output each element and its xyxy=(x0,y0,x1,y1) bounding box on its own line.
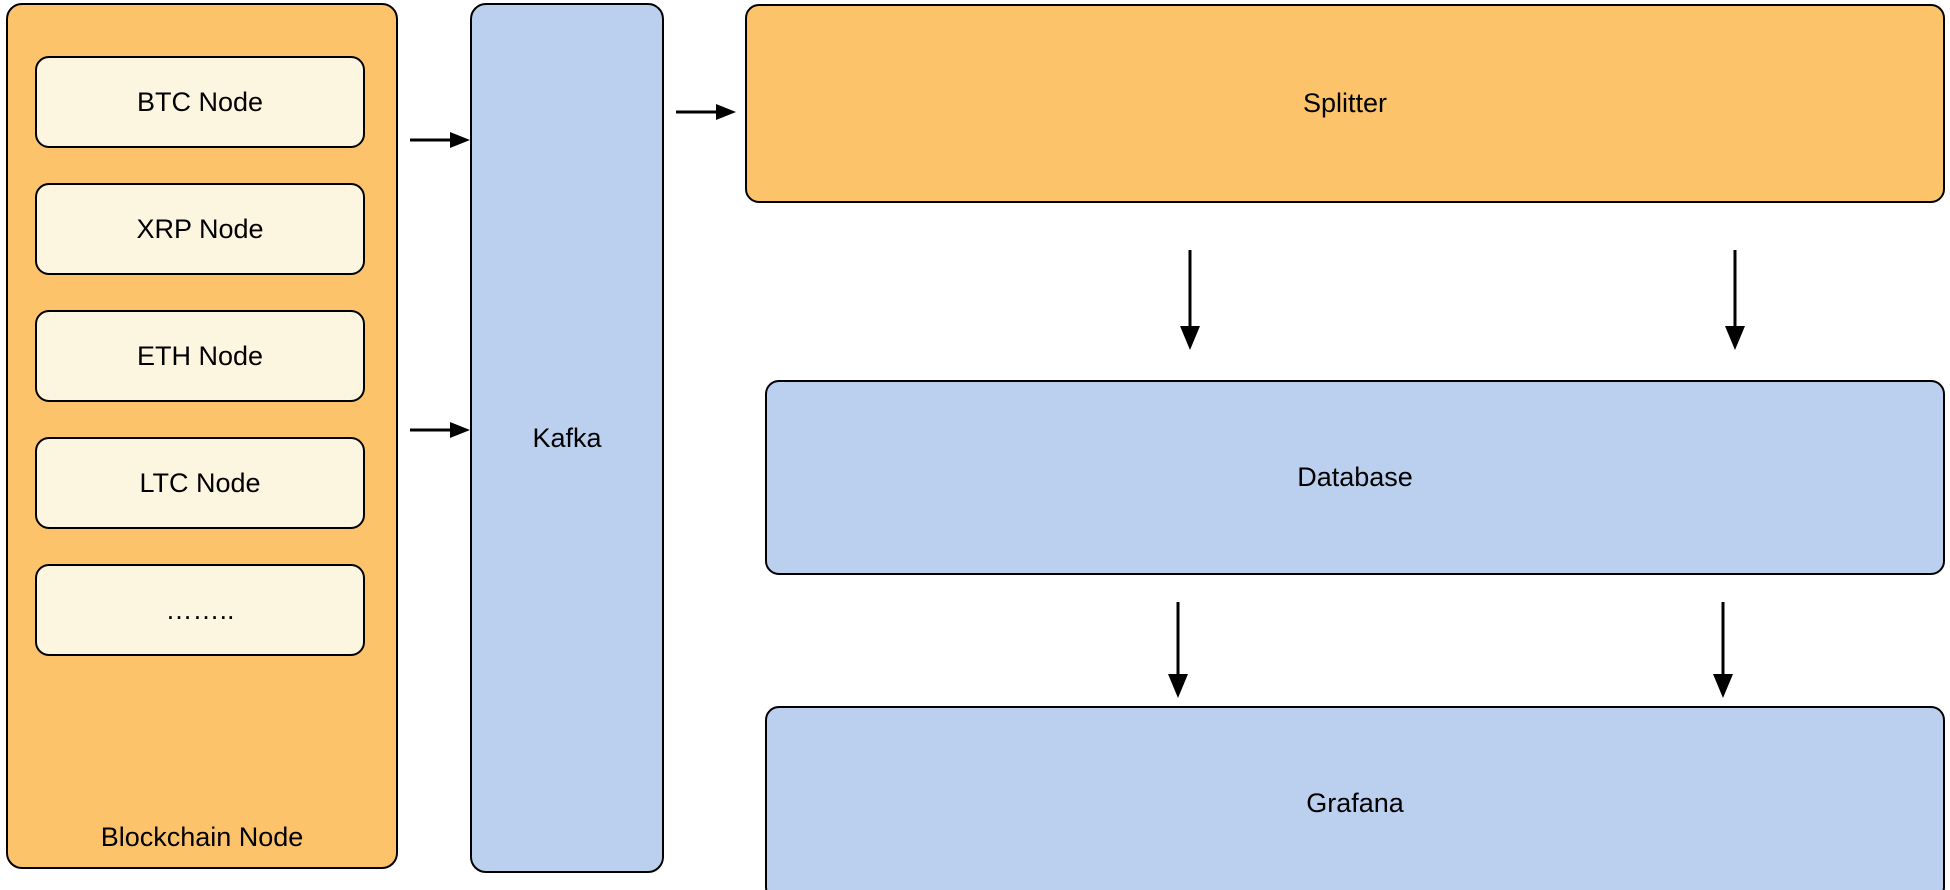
node-database-label: Database xyxy=(1297,462,1413,492)
node-ltc-label: LTC Node xyxy=(139,467,261,498)
node-database[interactable]: Database xyxy=(765,380,1945,575)
node-btc-label: BTC Node xyxy=(136,86,264,117)
arrow-database-to-grafana-left xyxy=(1168,602,1188,698)
node-ellipsis[interactable]: …….. xyxy=(35,564,365,656)
node-eth-label: ETH Node xyxy=(136,340,264,371)
node-grafana[interactable]: Grafana xyxy=(765,706,1945,890)
arrow-splitter-to-database-right xyxy=(1725,250,1745,350)
node-splitter[interactable]: Splitter xyxy=(745,4,1945,203)
arrow-database-to-grafana-right xyxy=(1713,602,1733,698)
arrow-eth-to-kafka xyxy=(410,422,470,438)
group-blockchain-node[interactable]: BTC Node XRP Node ETH Node LTC Node ……..… xyxy=(6,3,398,869)
node-xrp-label: XRP Node xyxy=(136,213,264,244)
node-xrp[interactable]: XRP Node xyxy=(35,183,365,275)
group-blockchain-node-label: Blockchain Node xyxy=(100,822,304,852)
node-ellipsis-label: …….. xyxy=(165,594,235,625)
node-grafana-label: Grafana xyxy=(1306,788,1404,818)
node-kafka[interactable]: Kafka xyxy=(470,3,664,873)
arrow-kafka-to-splitter xyxy=(676,104,736,120)
node-ltc[interactable]: LTC Node xyxy=(35,437,365,529)
node-btc[interactable]: BTC Node xyxy=(35,56,365,148)
node-splitter-label: Splitter xyxy=(1302,88,1388,118)
node-eth[interactable]: ETH Node xyxy=(35,310,365,402)
arrow-splitter-to-database-left xyxy=(1180,250,1200,350)
node-kafka-label: Kafka xyxy=(532,422,602,453)
arrow-btc-to-kafka xyxy=(410,132,470,148)
